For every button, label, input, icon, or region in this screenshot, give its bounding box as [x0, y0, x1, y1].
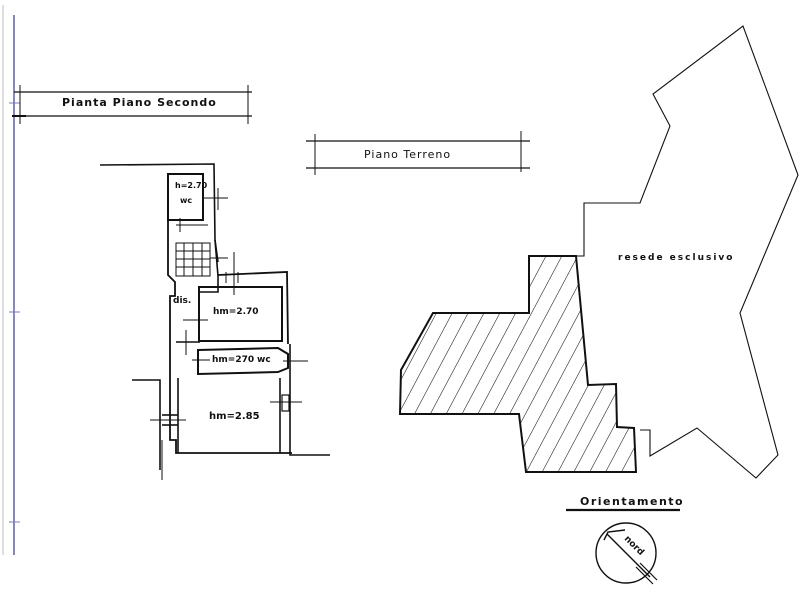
second-floor-title: Pianta Piano Secondo	[62, 96, 217, 109]
wc-lower-name: wc	[257, 355, 271, 365]
room-middle-height: hm=2.70	[213, 307, 259, 317]
wc-upper-name: wc	[180, 196, 193, 205]
orientation-compass	[566, 508, 680, 585]
ground-floor-title-frame	[306, 131, 530, 175]
page-margin	[2, 5, 20, 555]
staircase	[175, 242, 211, 277]
second-floor-plan	[99, 163, 330, 480]
resede-boundary	[576, 25, 799, 479]
resede-label: resede esclusivo	[618, 253, 735, 263]
disimpegno-label: dis.	[173, 296, 192, 306]
orientation-title: Orientamento	[580, 495, 685, 508]
wc-upper-height: h=2.70	[175, 181, 208, 190]
ground-floor-title: Piano Terreno	[364, 148, 452, 161]
room-lower-height: hm=2.85	[209, 411, 260, 422]
ground-floor-building	[398, 255, 638, 473]
second-floor-title-frame	[12, 85, 252, 124]
wc-lower-height: hm=270	[212, 355, 255, 365]
